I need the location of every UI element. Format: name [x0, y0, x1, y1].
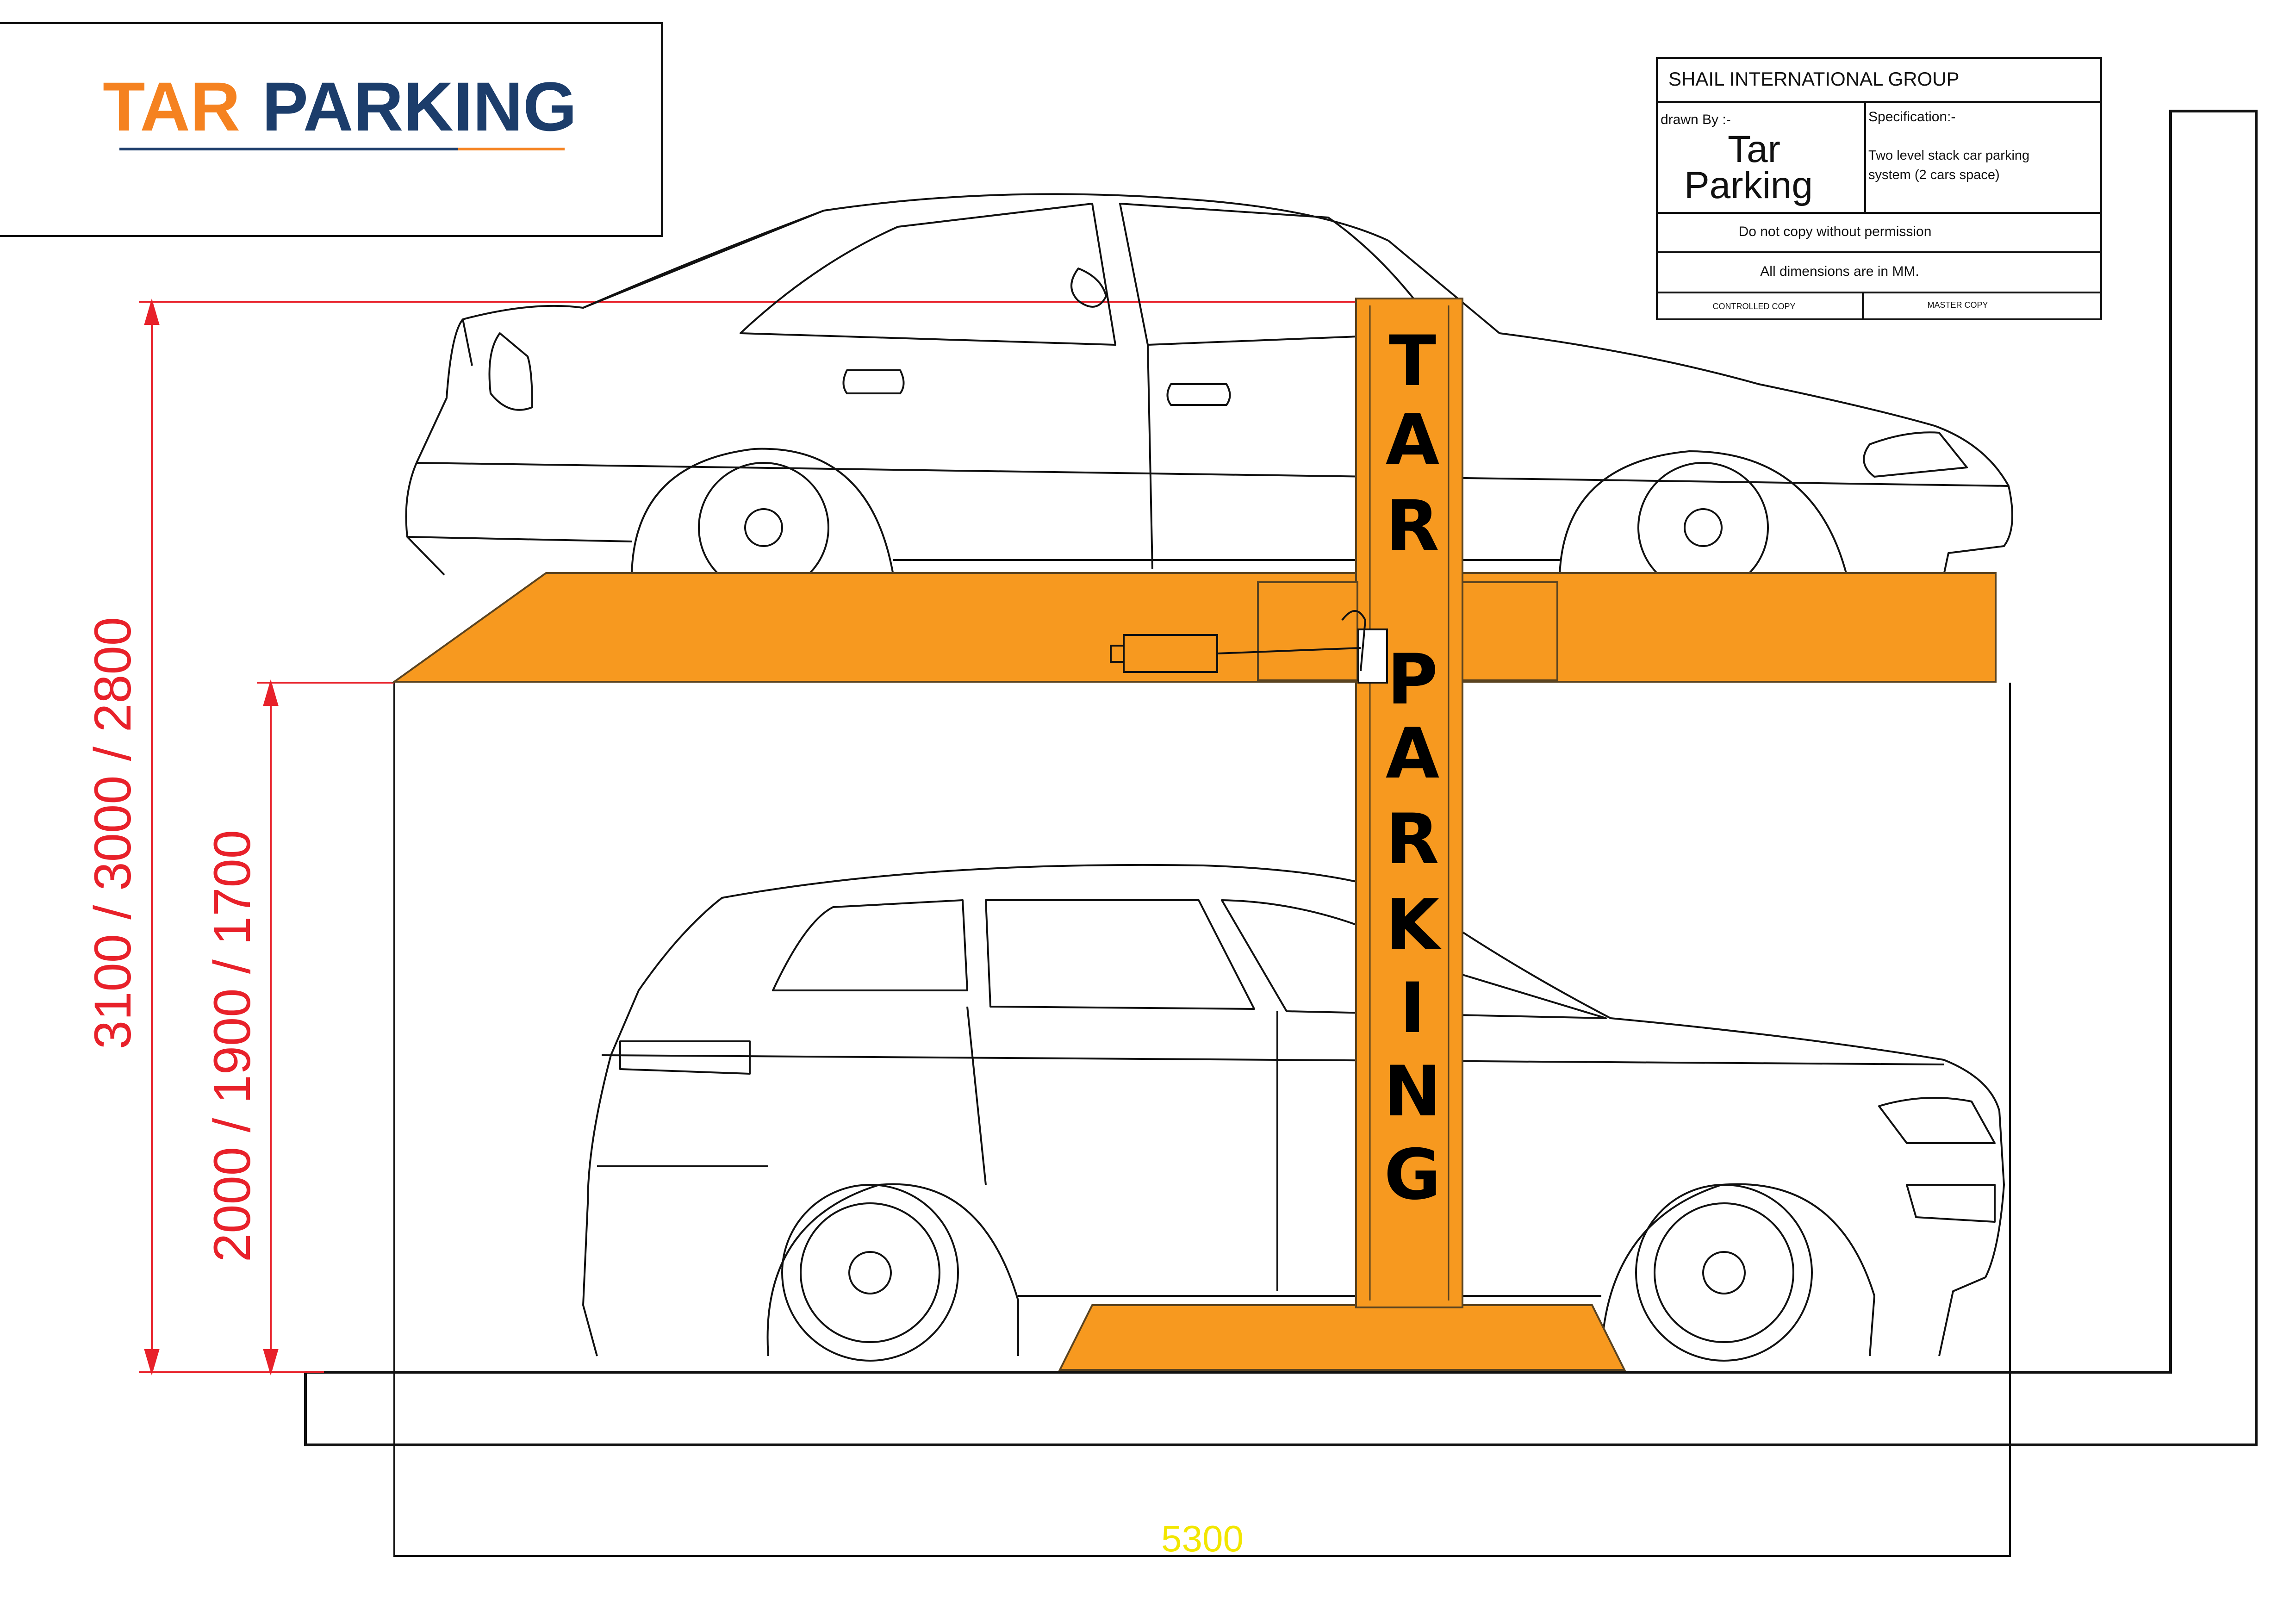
pillar-letter: R: [1386, 799, 1439, 880]
drawn-by-label: drawn By :-: [1661, 112, 1731, 127]
pillar-letter: R: [1386, 486, 1439, 566]
lock-rod: [1217, 647, 1361, 654]
master-copy-label: MASTER COPY: [1927, 300, 1988, 310]
base-plate: [1058, 1304, 1626, 1371]
pillar-letter: A: [1386, 714, 1439, 794]
width-dimension: 5300: [1161, 1518, 1244, 1559]
drawn-by-line2: Parking: [1684, 164, 1813, 206]
controlled-copy-label: CONTROLLED COPY: [1712, 302, 1795, 311]
pillar-letter: P: [1387, 640, 1438, 720]
pit-outline: [304, 110, 2258, 1446]
upper-sedan-car: [405, 193, 2013, 593]
pillar-letter: K: [1386, 885, 1442, 965]
copy-notice: Do not copy without permission: [1739, 224, 1932, 239]
units-note: All dimensions are in MM.: [1760, 264, 1919, 279]
company-name: SHAIL INTERNATIONAL GROUP: [1668, 68, 1960, 90]
pillar-letter: G: [1384, 1135, 1441, 1215]
lower-suv-car: [582, 864, 2005, 1362]
pillar-lettering: T A R P A R K I N G: [1383, 321, 1442, 1215]
width-frame: [393, 683, 2011, 1557]
pillar-letter: N: [1383, 1052, 1442, 1132]
lift-platform: [391, 298, 1997, 1371]
specification-label: Specification:-: [1868, 109, 1955, 124]
upper-platform: [391, 572, 1997, 683]
support-pillar: [1355, 298, 1463, 1308]
pillar-letter: A: [1386, 400, 1439, 480]
logo-word-parking: PARKING: [262, 68, 577, 145]
specification-line2: system (2 cars space): [1868, 168, 2000, 182]
dimension-lines: [139, 298, 1356, 1376]
total-height-dimension: 3100 / 3000 / 2800: [84, 617, 142, 1049]
logo-frame: TAR PARKING: [0, 22, 663, 237]
specification-line1: Two level stack car parking: [1868, 148, 2029, 163]
right-bracket: [1462, 581, 1558, 681]
lower-height-dimension: 2000 / 1900 / 1700: [203, 830, 261, 1262]
title-block: [1656, 57, 2102, 320]
pillar-letter: T: [1389, 321, 1436, 402]
logo-word-tar: TAR: [103, 68, 240, 145]
drawn-by-line1: Tar: [1728, 128, 1780, 170]
pillar-letter: I: [1400, 968, 1425, 1049]
left-bracket: [1257, 581, 1358, 681]
